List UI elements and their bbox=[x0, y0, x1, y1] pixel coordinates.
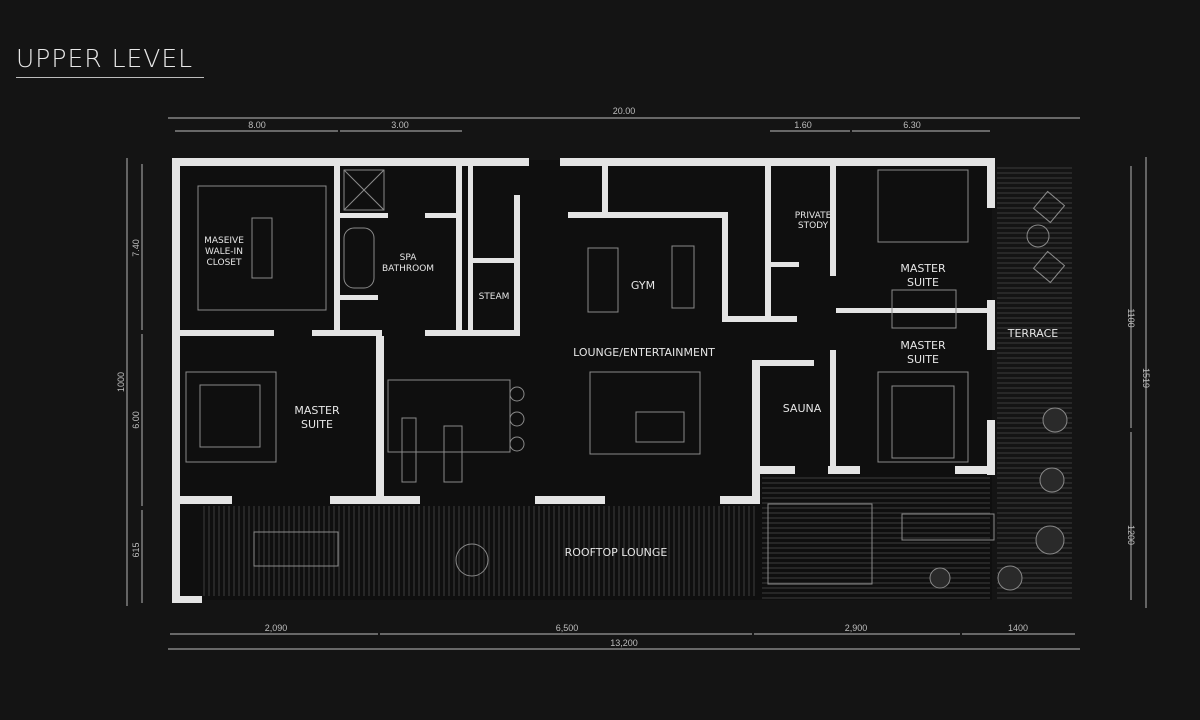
title-underline bbox=[16, 77, 204, 78]
dim-bottom-3: 2,900 bbox=[845, 623, 868, 633]
bathtub bbox=[343, 227, 375, 289]
label-master-suite-w-1: MASTER bbox=[294, 404, 340, 417]
gym-machine bbox=[443, 425, 463, 483]
dim-top-3: 1.60 bbox=[794, 120, 812, 130]
label-closet-2: WALE-IN bbox=[205, 247, 243, 257]
dresser bbox=[891, 289, 957, 329]
dim-left-overall: 1000 bbox=[116, 372, 126, 392]
dim-bottom-4: 1400 bbox=[1008, 623, 1028, 633]
closet-island bbox=[251, 217, 273, 279]
gym-machine bbox=[401, 417, 417, 483]
bar-counter bbox=[387, 379, 511, 453]
dim-bottom-2: 6,500 bbox=[556, 623, 579, 633]
floor-area bbox=[172, 160, 992, 600]
label-spa-2: BATHROOM bbox=[382, 264, 434, 274]
treadmill bbox=[671, 245, 695, 309]
dim-right-1: 1100 bbox=[1126, 308, 1136, 327]
gym-machine bbox=[587, 247, 619, 313]
dining-table bbox=[253, 531, 339, 567]
dim-top-2: 3.00 bbox=[391, 120, 409, 130]
outdoor-sofa bbox=[767, 503, 873, 585]
label-spa-1: SPA bbox=[400, 253, 418, 263]
label-gym: GYM bbox=[631, 279, 655, 292]
dim-top-4: 6.30 bbox=[903, 120, 921, 130]
label-master-suite-e-1: MASTER bbox=[900, 339, 946, 352]
terrace-decking bbox=[203, 167, 1072, 599]
label-sauna: SAUNA bbox=[783, 402, 822, 415]
furniture bbox=[185, 169, 1068, 591]
label-master-suite-ne-2: SUITE bbox=[907, 276, 939, 289]
dim-bottom-1: 2,090 bbox=[265, 623, 288, 633]
coffee-table bbox=[635, 411, 685, 443]
sofa bbox=[589, 371, 701, 455]
dim-right-2: 1200 bbox=[1126, 525, 1136, 545]
dim-bottom-overall: 13,200 bbox=[610, 638, 638, 648]
label-rooftop-lounge: ROOFTOP LOUNGE bbox=[565, 546, 668, 559]
label-master-suite-ne-1: MASTER bbox=[900, 262, 946, 275]
label-terrace: TERRACE bbox=[1007, 327, 1059, 340]
label-master-suite-w-2: SUITE bbox=[301, 418, 333, 431]
dimension-lines: 20.00 8.00 3.00 1.60 6.30 2,090 6,500 2,… bbox=[116, 106, 1151, 650]
fire-pit bbox=[901, 513, 995, 541]
label-steam: STEAM bbox=[479, 292, 510, 302]
dim-left-3: 615 bbox=[131, 542, 141, 557]
room-labels: MASEIVE WALE-IN CLOSET SPA BATHROOM STEA… bbox=[204, 211, 1058, 559]
round-table bbox=[455, 543, 489, 577]
label-study-1: PRIVATE bbox=[795, 211, 832, 221]
dim-right-overall: 1519 bbox=[1141, 368, 1151, 388]
bed-e bbox=[877, 371, 969, 463]
label-lounge: LOUNGE/ENTERTAINMENT bbox=[573, 346, 715, 359]
plan-title: UPPER LEVEL bbox=[16, 44, 194, 73]
bed-ne bbox=[877, 169, 969, 243]
dim-top-1: 8.00 bbox=[248, 120, 266, 130]
bed-w-mattress bbox=[199, 384, 261, 448]
walls bbox=[172, 158, 995, 603]
dim-left-2: 6.00 bbox=[131, 411, 141, 429]
dim-top-overall: 20.00 bbox=[613, 106, 636, 116]
label-closet-1: MASEIVE bbox=[204, 236, 244, 246]
dim-left-1: 7.40 bbox=[131, 239, 141, 257]
terrace-table bbox=[1026, 224, 1050, 248]
label-master-suite-e-2: SUITE bbox=[907, 353, 939, 366]
shower bbox=[343, 169, 385, 211]
planters bbox=[929, 407, 1068, 591]
bed-w bbox=[185, 371, 277, 463]
bed-e-mattress bbox=[891, 385, 955, 459]
closet-rack bbox=[197, 185, 327, 311]
label-study-2: STODY bbox=[798, 221, 829, 231]
label-closet-3: CLOSET bbox=[207, 258, 242, 268]
